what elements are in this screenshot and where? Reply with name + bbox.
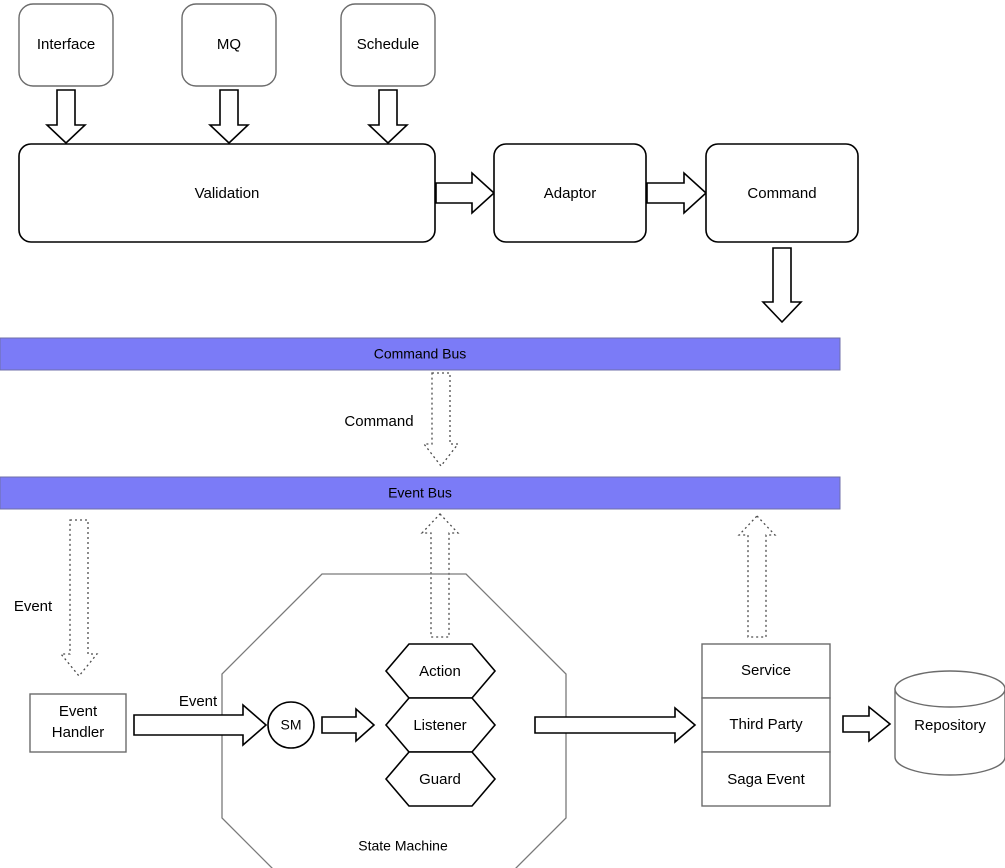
pipeline-box-adaptor-shape [493,143,647,243]
arrow-event-bus-to-event-handler [59,519,99,678]
arrow-validation-to-adaptor [435,171,496,215]
arrow-adaptor-to-command [646,171,708,215]
arrow-service-to-event-bus [737,515,777,638]
arrow-command-bus-to-event-bus [422,372,460,468]
pipeline-box-validation-label: Validation [195,185,260,202]
event-handler-box[interactable]: Event Handler [29,693,127,753]
service-list-row-2-label: Saga Event [727,771,805,788]
state-machine-caption: State Machine [358,838,448,854]
sm-node[interactable]: SM [267,701,315,749]
command-bus-label: Command Bus [374,346,467,362]
arrow-sm-to-hexes [321,707,376,743]
source-box-schedule[interactable]: Schedule [340,3,436,87]
hexagon-action-label: Action [419,663,461,680]
source-box-interface-shape [18,3,114,87]
event-bus-shape [0,476,841,510]
service-list-row-0-label: Service [741,662,791,679]
arrow-schedule-to-validation [366,89,410,145]
hexagon-guard-shape [384,751,497,807]
repository-cylinder[interactable]: Repository [894,670,1005,776]
repository-cylinder-top [894,670,1005,708]
source-box-interface-label: Interface [37,36,95,53]
sm-node-label: SM [281,717,302,733]
arrow-event-handler-to-sm [133,703,268,747]
source-box-interface[interactable]: Interface [18,3,114,87]
pipeline-box-adaptor[interactable]: Adaptor [493,143,647,243]
event-handler-label-line1: Event [59,703,98,720]
arrow-services-to-repository [842,705,892,743]
service-list-row-1-label: Third Party [729,716,803,733]
edge-label-command: Command [344,413,413,430]
edge-label-event-handler-to-sm: Event [179,693,218,710]
event-bus[interactable]: Event Bus [0,476,841,510]
event-handler-box-shape [29,693,127,753]
event-bus-label: Event Bus [388,485,452,501]
pipeline-box-validation-shape [18,143,436,243]
arrow-interface-to-validation [44,89,88,145]
hexagon-guard-label: Guard [419,771,461,788]
repository-cylinder-body [894,688,1005,776]
pipeline-box-adaptor-label: Adaptor [544,185,597,202]
hexagon-guard[interactable]: Guard [384,751,497,807]
hexagon-listener[interactable]: Listener [384,697,497,753]
source-box-mq[interactable]: MQ [181,3,277,87]
arrow-mq-to-validation [207,89,251,145]
service-list-row-0-shape[interactable] [701,643,831,699]
hexagon-action[interactable]: Action [384,643,497,699]
pipeline-box-command-shape [705,143,859,243]
service-list[interactable]: Service Third Party Saga Event [701,643,831,807]
event-handler-label-line2: Handler [52,724,105,741]
command-bus[interactable]: Command Bus [0,337,841,371]
sm-node-shape [267,701,315,749]
arrow-command-to-command-bus [761,247,803,324]
source-box-schedule-shape [340,3,436,87]
command-bus-shape [0,337,841,371]
pipeline-box-validation[interactable]: Validation [18,143,436,243]
service-list-row-2-shape[interactable] [701,751,831,807]
pipeline-box-command[interactable]: Command [705,143,859,243]
pipeline-box-command-label: Command [747,185,816,202]
repository-label: Repository [914,717,986,734]
source-box-schedule-label: Schedule [357,36,420,53]
arrow-state-machine-to-event-bus [420,513,460,638]
edge-label-event-left: Event [14,598,53,615]
hexagon-listener-label: Listener [413,717,466,734]
arrow-state-machine-to-services [534,706,697,744]
source-box-mq-label: MQ [217,36,241,53]
source-box-mq-shape [181,3,277,87]
